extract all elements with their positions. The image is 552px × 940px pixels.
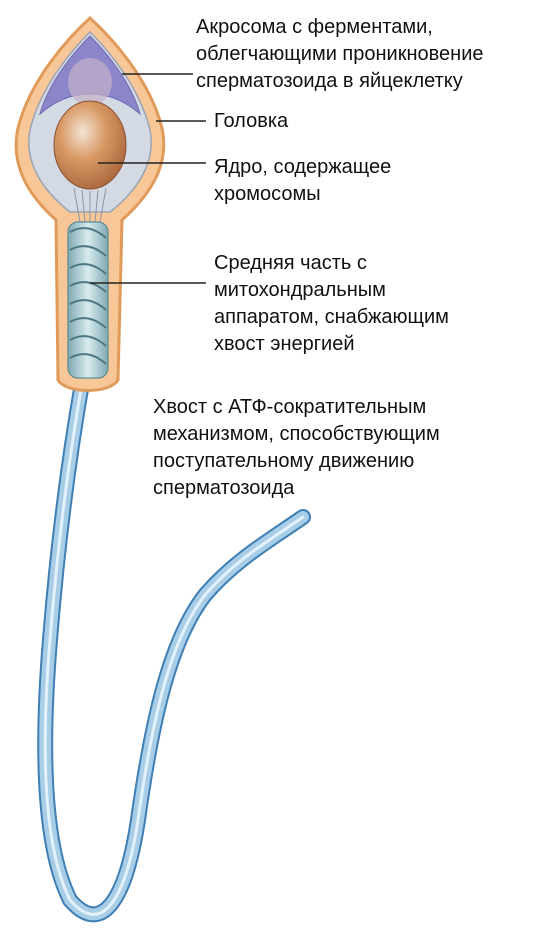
label-tail-line-2: механизмом, способствующим [153, 423, 440, 445]
leader-lines [90, 73, 206, 284]
label-tail-line-1: Хвост с АТФ-сократительным [153, 396, 427, 418]
label-midpiece: Средняя часть с митохондральным аппарато… [214, 250, 449, 358]
neck [73, 187, 107, 223]
label-nucleus-line-2: хромосомы [214, 183, 321, 205]
label-head-line-1: Головка [214, 110, 289, 132]
label-midpiece-line-3: аппаратом, снабжающим [214, 306, 449, 328]
label-midpiece-line-4: хвост энергией [214, 333, 355, 355]
label-acrosome-line-3: сперматозоида в яйцеклетку [196, 70, 463, 92]
label-tail-line-4: сперматозоида [153, 477, 295, 499]
nucleus [53, 100, 127, 190]
label-acrosome-line-2: облегчающими проникновение [196, 43, 484, 65]
midpiece [67, 221, 109, 379]
tail [37, 364, 311, 923]
label-midpiece-line-1: Средняя часть с [214, 252, 367, 274]
label-nucleus: Ядро, содержащее хромосомы [214, 154, 391, 208]
label-acrosome-line-1: Акросома с ферментами, [196, 16, 433, 38]
label-tail: Хвост с АТФ-сократительным механизмом, с… [153, 394, 440, 502]
label-tail-line-3: поступательному движению [153, 450, 415, 472]
label-head: Головка [214, 108, 288, 135]
label-midpiece-line-2: митохондральным [214, 279, 386, 301]
label-acrosome: Акросома с ферментами, облегчающими прон… [196, 14, 484, 95]
acrosome-inner [68, 58, 112, 106]
label-nucleus-line-1: Ядро, содержащее [214, 156, 392, 178]
